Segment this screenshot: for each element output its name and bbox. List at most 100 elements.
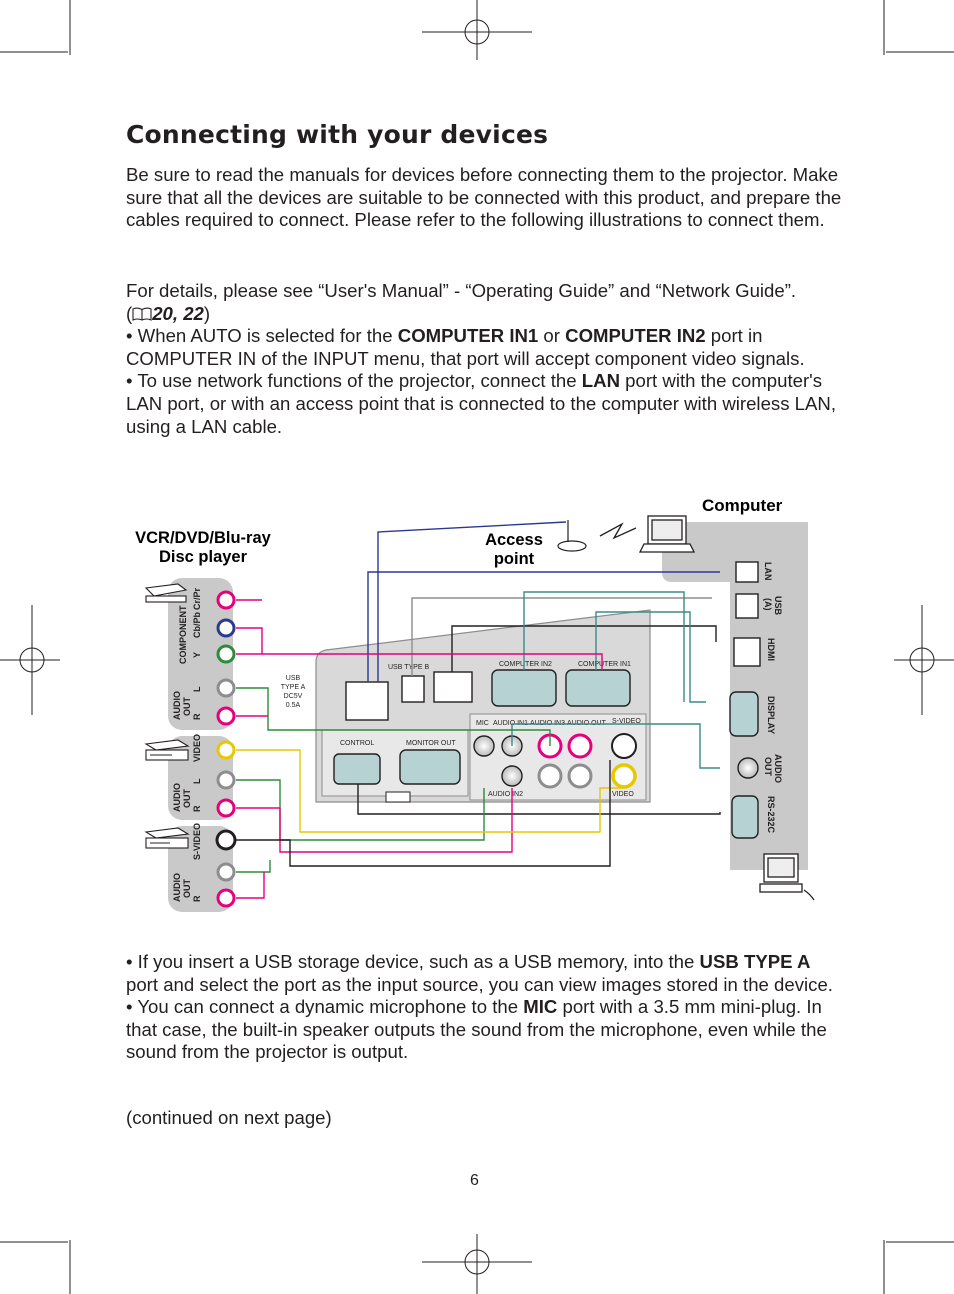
bottom-notes: • If you insert a USB storage device, su… [126,951,846,1064]
reference-pages: 20, 22 [152,302,204,324]
player-label-r-1: R [192,713,202,720]
cable-component [523,591,685,702]
player-label-audio-3: AUDIO [172,873,182,902]
cable-video [236,749,624,833]
bullet-auto: • When AUTO is selected for the COMPUTER… [126,325,846,370]
audio-out-l-jack-1 [216,678,236,698]
audio-out-l-jack [537,763,563,789]
label-audio-in1: AUDIO IN1 [493,720,528,727]
monitor-out-port [399,749,461,785]
player-label-y: Y [192,652,202,658]
intro-paragraph: Be sure to read the manuals for devices … [126,164,846,232]
ref-close: ) [203,302,211,324]
cable-audio-svideo-r [236,872,265,899]
vcr-icon [144,739,190,761]
port-label-usb: USB [773,596,783,616]
cable-component-y [236,653,603,670]
page-number: 6 [470,1172,479,1189]
label-usb-a-2: TYPE A [281,684,306,691]
bullet-mic-text1: • You can connect a dynamic microphone t… [126,996,524,1018]
port-label-audio: AUDIO [773,754,783,783]
computer-rs232c-port [731,795,759,839]
audio-in3-r-jack [567,733,593,759]
computer-label: Computer [702,496,783,515]
label-usb-a-4: 0.5A [286,702,301,709]
lan-port [345,681,389,721]
label-usb-type-b: USB TYPE B [388,664,429,671]
bullet-auto-port2: COMPUTER IN2 [565,325,706,347]
bullet-mic-text2: port with a 3.5 mm mini-plug. In that ca… [126,996,827,1063]
bullet-auto-text1: • When AUTO is selected for the [126,325,398,347]
svideo-port [611,733,637,759]
port-label-lan: LAN [763,562,773,581]
bullet-lan-text2: port with the computer's LAN port, or wi… [126,370,837,437]
label-video: VIDEO [612,791,634,798]
desktop-computer-icon [759,853,815,901]
audio-out-l-jack-3 [216,862,236,882]
label-control: CONTROL [340,740,374,747]
port-label-out: OUT [763,757,773,777]
player-label-r-2: R [192,805,202,812]
player-label-out-1: OUT [182,697,192,717]
player-label-l-2: L [192,778,202,784]
security-slot [385,791,411,803]
label-svideo: S-VIDEO [612,718,641,725]
reference-line: (20, 22) [126,303,846,326]
video-out-jack [216,740,236,760]
player-label-out-2: OUT [182,789,192,809]
player-label-svideo: S-VIDEO [192,823,202,860]
bullet-lan: • To use network functions of the projec… [126,370,846,438]
computer-audio-out-jack [737,757,759,779]
port-label-display: DISPLAY [766,696,776,734]
player-label-r-3: R [192,895,202,902]
player-label-l-1: L [192,686,202,692]
player-label-1: VCR/DVD/Blu-ray [135,529,272,547]
player-label-audio-2: AUDIO [172,783,182,812]
bullet-usb-text1: • If you insert a USB storage device, su… [126,951,700,972]
intro-text: Be sure to read the manuals for devices … [126,164,842,231]
player-label-cbpb: Cb/Pb [192,611,202,638]
bullet-usb-port: USB TYPE A [699,951,811,972]
cable-svideo [236,760,611,867]
cable-display [595,611,706,703]
component-crpr-jack [216,590,236,610]
details-line: For details, please see “User's Manual” … [126,280,797,301]
wireless-signal-icon [599,522,637,540]
cable-rs232c [357,784,721,815]
player-label-crpr: Cr/Pr [192,587,202,610]
computer-display-port [729,691,759,737]
component-y-jack [216,644,236,664]
cable-audio-out-computer [511,723,720,769]
usb-type-b-port [401,675,425,703]
computer-usb-port [735,593,759,619]
access-point-icon [557,520,587,552]
disc-player-icon [144,583,188,603]
access-label-1: Access [485,531,543,549]
page-title: Connecting with your devices [126,120,549,149]
mic-jack [473,735,495,757]
player-label-component: COMPONENT [178,605,188,664]
dvd-player-icon [144,827,190,849]
cable-audio-in2-r [236,788,513,853]
computer-in1-port [565,669,631,707]
player-label-out-3: OUT [182,879,192,899]
audio-out-r-jack [567,763,593,789]
port-label-hdmi: HDMI [766,638,776,661]
cable-component-cb [236,627,263,654]
laptop-icon [638,515,696,553]
computer-lan-port [735,561,759,583]
connection-diagram: Computer VCR/DVD/Blu-ray Disc player Acc… [135,496,815,912]
label-usb-a-1: USB [286,675,301,682]
cable-hdmi [451,625,717,672]
label-monitor-out: MONITOR OUT [406,740,456,747]
label-computer-in1: COMPUTER IN1 [578,661,631,668]
bullet-auto-text2: or [538,325,566,347]
player-panel-component [168,578,233,730]
bullet-usb-text2: port and select the port as the input so… [126,973,833,995]
bullet-mic: • You can connect a dynamic microphone t… [126,996,846,1064]
projector-panel [315,609,651,803]
audio-out-r-jack-2 [216,798,236,818]
bullet-auto-port1: COMPUTER IN1 [397,325,539,347]
bullet-usb: • If you insert a USB storage device, su… [126,951,846,996]
computer-in2-port [491,669,557,707]
